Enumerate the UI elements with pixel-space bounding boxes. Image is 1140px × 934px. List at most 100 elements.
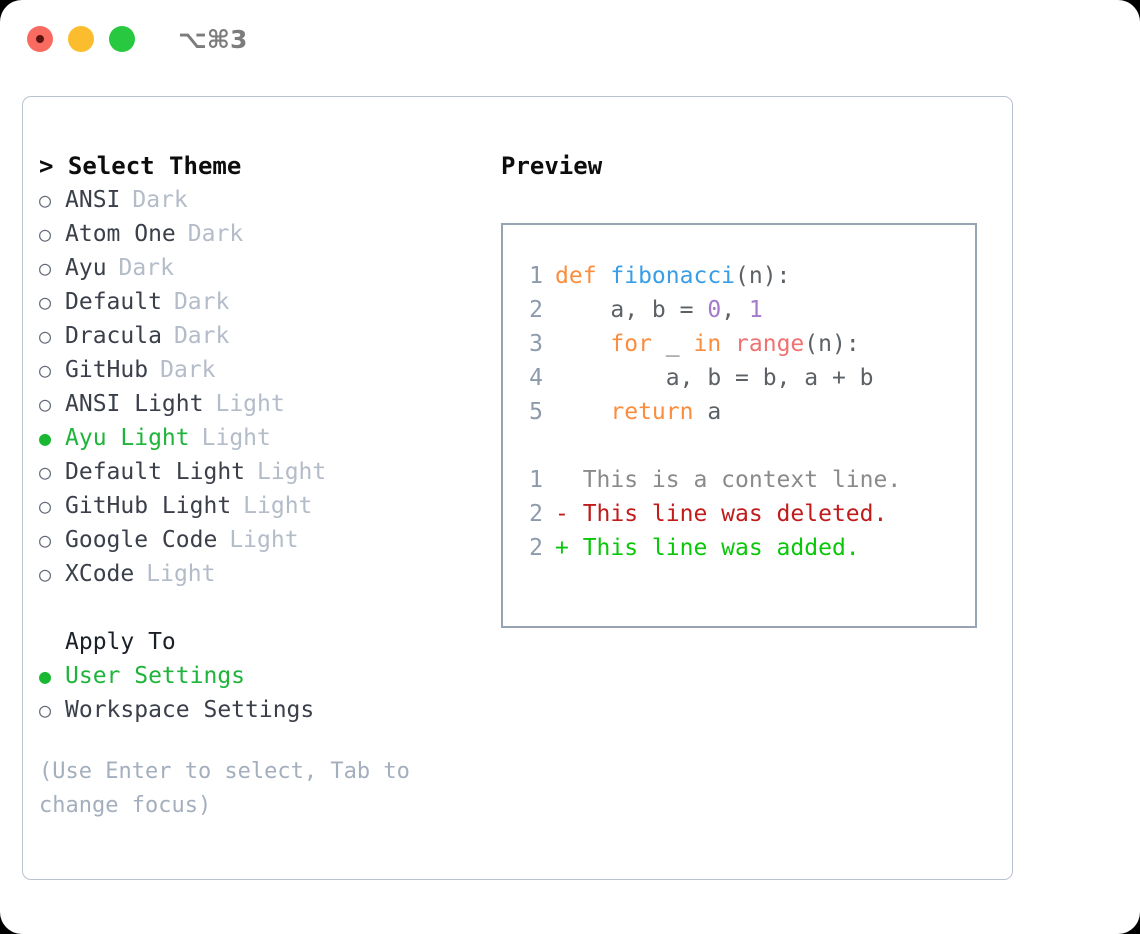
code-token: def: [555, 263, 611, 289]
line-number: 2: [529, 501, 543, 527]
theme-variant-tag: Dark: [187, 221, 244, 247]
code-line: 5 return a: [503, 395, 901, 429]
code-token: [555, 399, 610, 425]
theme-list-item[interactable]: ○ Dracula Dark: [39, 319, 469, 353]
radio-selected-icon: ●: [39, 664, 52, 688]
theme-name: Ayu Light: [65, 425, 190, 451]
theme-variant-tag: Dark: [173, 323, 230, 349]
theme-list-item[interactable]: ○ ANSI Dark: [39, 183, 469, 217]
line-number: 1: [529, 263, 543, 289]
diff-line-text: + This line was added.: [555, 535, 860, 561]
maximize-button[interactable]: [109, 26, 135, 52]
theme-name: Dracula: [65, 323, 162, 349]
code-diff-separator: [503, 429, 901, 463]
theme-name: Atom One: [65, 221, 176, 247]
theme-variant-tag: Dark: [118, 255, 174, 281]
close-button[interactable]: [27, 26, 53, 52]
apply-to-item[interactable]: ● User Settings: [39, 659, 469, 693]
code-token: for: [610, 331, 652, 357]
code-line-text: for _ in range(n):: [555, 327, 860, 361]
close-icon: [36, 35, 44, 43]
keyboard-hint: (Use Enter to select, Tab to change focu…: [39, 759, 410, 818]
diff-line-text: This is a context line.: [555, 467, 902, 493]
code-line: 4 a, b = b, a + b: [503, 361, 901, 395]
code-line: 2 a, b = 0, 1: [503, 293, 901, 327]
theme-variant-tag: Dark: [132, 187, 188, 213]
theme-name: XCode: [65, 561, 135, 587]
code-token: ,: [721, 297, 749, 323]
theme-name: ANSI Light: [65, 391, 204, 417]
theme-list-item[interactable]: ● Ayu Light Light: [39, 421, 469, 455]
keyboard-shortcut-label: ⌥⌘3: [178, 24, 248, 54]
code-token: [555, 331, 610, 357]
radio-unselected-icon: ○: [39, 324, 52, 348]
title-bar: ⌥⌘3: [0, 0, 1140, 78]
line-number: 2: [529, 297, 543, 323]
theme-variant-tag: Light: [201, 425, 271, 451]
code-token: [721, 331, 735, 357]
radio-unselected-icon: ○: [39, 358, 52, 382]
code-line: 3 for _ in range(n):: [503, 327, 901, 361]
theme-variant-tag: Light: [215, 391, 285, 417]
preview-heading: Preview: [501, 152, 603, 180]
diff-line-text: - This line was deleted.: [555, 501, 888, 527]
apply-to-label-text: User Settings: [65, 663, 246, 689]
diff-line: 2 - This line was deleted.: [503, 497, 901, 531]
theme-list-item[interactable]: ○ XCode Light: [39, 557, 469, 591]
theme-name: ANSI: [65, 187, 121, 213]
code-line-text: def fibonacci(n):: [555, 259, 790, 293]
code-token: (n):: [804, 331, 860, 357]
theme-variant-tag: Dark: [173, 289, 230, 315]
minimize-button[interactable]: [68, 26, 94, 52]
theme-variant-tag: Light: [257, 459, 327, 485]
code-token: (n):: [735, 263, 791, 289]
radio-unselected-icon: ○: [39, 562, 52, 586]
radio-unselected-icon: ○: [39, 222, 52, 246]
apply-to-marker-placeholder: ○: [39, 625, 65, 659]
line-number: 4: [529, 365, 543, 391]
code-token: range: [735, 331, 805, 357]
code-token: in: [693, 331, 722, 357]
line-number: 1: [529, 467, 543, 493]
radio-unselected-icon: ○: [39, 528, 52, 552]
apply-to-label-text: Workspace Settings: [65, 697, 315, 723]
theme-list-item[interactable]: ○ GitHub Dark: [39, 353, 469, 387]
apply-to-label: Apply To: [65, 629, 176, 655]
theme-list-item[interactable]: ○ ANSI Light Light: [39, 387, 469, 421]
radio-unselected-icon: ○: [39, 256, 52, 280]
radio-selected-icon: ●: [39, 426, 52, 450]
code-line-text: a, b = 0, 1: [555, 293, 763, 327]
line-number: 5: [529, 399, 543, 425]
code-line-text: a, b = b, a + b: [555, 361, 874, 395]
code-token: 1: [748, 297, 763, 323]
theme-name: GitHub: [65, 357, 149, 383]
radio-unselected-icon: ○: [39, 698, 52, 722]
line-number: 3: [529, 331, 543, 357]
apply-to-list[interactable]: ● User Settings ○ Workspace Settings: [39, 659, 469, 727]
theme-list-item[interactable]: ○ Atom One Dark: [39, 217, 469, 251]
line-number: 2: [529, 535, 543, 561]
diff-line: 1 This is a context line.: [503, 463, 901, 497]
apply-to-item[interactable]: ○ Workspace Settings: [39, 693, 469, 727]
theme-variant-tag: Light: [146, 561, 216, 587]
diff-line: 2 + This line was added.: [503, 531, 901, 565]
radio-unselected-icon: ○: [39, 392, 52, 416]
radio-unselected-icon: ○: [39, 460, 52, 484]
radio-unselected-icon: ○: [39, 188, 52, 212]
code-token: 0: [707, 297, 722, 323]
theme-variant-tag: Dark: [160, 357, 216, 383]
code-token: a, b =: [555, 297, 708, 323]
code-line: 1 def fibonacci(n):: [503, 259, 901, 293]
